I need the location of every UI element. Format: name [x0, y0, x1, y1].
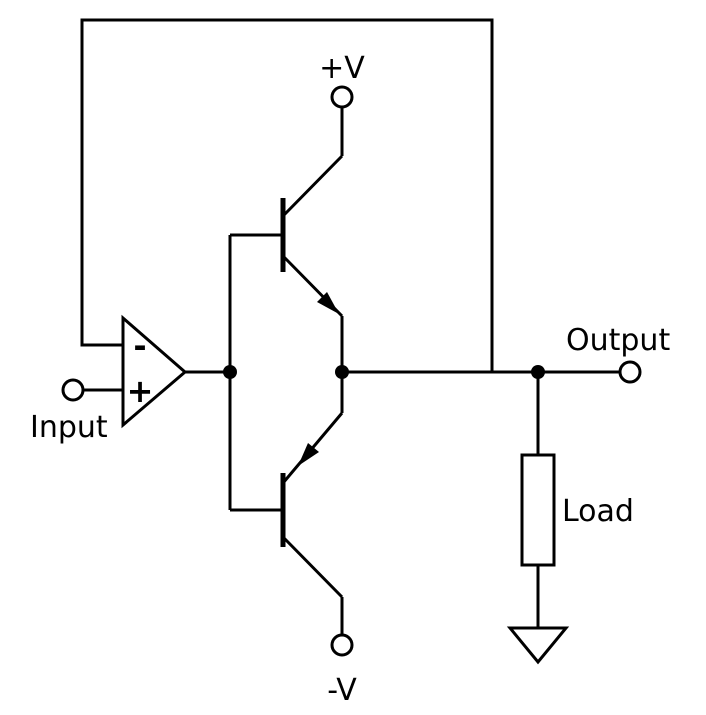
opamp-triangle [121, 314, 188, 429]
npn-collector-lead [281, 154, 344, 218]
junction-dot [335, 365, 349, 379]
load-label: Load [562, 494, 634, 529]
output-label: Output [566, 323, 670, 358]
junction-dot [223, 365, 237, 379]
positive-supply-label: +V [319, 51, 365, 86]
opamp-noninverting-label: + [127, 372, 154, 410]
junction-dot [531, 365, 545, 379]
feedback-wire [80, 18, 494, 372]
output-terminal [618, 360, 642, 384]
input-terminal [61, 378, 85, 402]
pnp-emitter-arrow-icon [298, 443, 319, 466]
negative-supply-label: -V [327, 673, 357, 708]
load-resistor [520, 453, 556, 567]
opamp-inverting-label: - [133, 327, 146, 365]
negative-supply-terminal [330, 633, 354, 657]
input-label: Input [30, 410, 108, 445]
pnp-collector-lead [281, 535, 344, 599]
npn-emitter-arrow-icon [317, 292, 339, 314]
ground-icon [506, 626, 570, 665]
positive-supply-terminal [330, 85, 354, 109]
